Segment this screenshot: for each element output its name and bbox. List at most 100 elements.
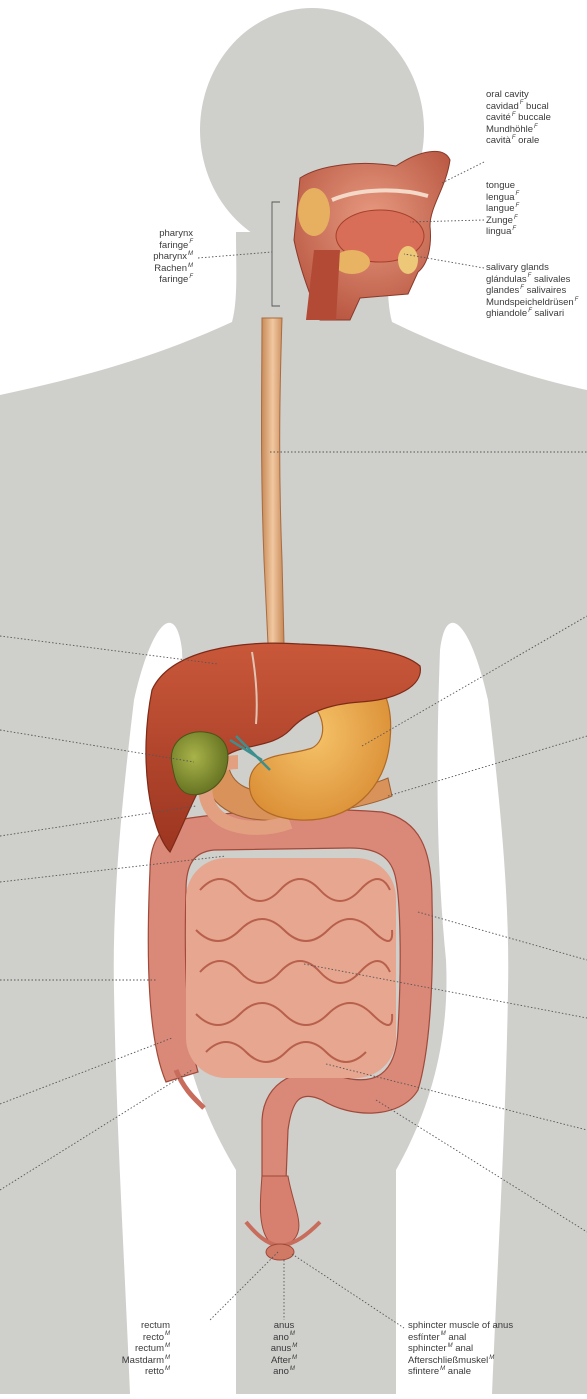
small-intestine	[186, 858, 396, 1078]
label-line: cavidadF bucal	[486, 101, 551, 113]
term-text: ano	[273, 1366, 289, 1377]
term-suffix: buccale	[516, 112, 551, 123]
term-text: Mundspeicheldrüsen	[486, 297, 574, 308]
term-text: faringe	[159, 274, 188, 285]
gender-marker: M	[292, 1355, 297, 1361]
gender-marker: M	[290, 1366, 295, 1372]
label-line: MastdarmM	[122, 1355, 170, 1367]
gender-marker: M	[165, 1343, 170, 1349]
label-line: MundhöhleF	[486, 124, 551, 136]
term-text: rectum	[135, 1343, 164, 1354]
gender-marker: M	[188, 263, 193, 269]
term-text: cavità	[486, 135, 511, 146]
label-line: tongue	[486, 180, 519, 192]
term-text: pharynx	[159, 228, 193, 239]
label-line: anus	[254, 1320, 314, 1332]
gender-marker: F	[512, 226, 516, 232]
gender-marker: M	[165, 1355, 170, 1361]
term-suffix: anal	[446, 1332, 467, 1343]
label-line: rettoM	[122, 1366, 170, 1378]
label-line: rectum	[122, 1320, 170, 1332]
label-line: anoM	[254, 1332, 314, 1344]
label-line: RachenM	[153, 263, 193, 275]
term-text: recto	[143, 1332, 164, 1343]
term-text: ano	[273, 1332, 289, 1343]
term-text: cavidad	[486, 101, 519, 112]
term-suffix: orale	[516, 135, 540, 146]
label-line: linguaF	[486, 226, 519, 238]
label-line: lenguaF	[486, 192, 519, 204]
gender-marker: F	[514, 215, 518, 221]
gender-marker: M	[292, 1343, 297, 1349]
label-line: MundspeicheldrüsenF	[486, 297, 578, 309]
term-text: sphincter	[408, 1343, 447, 1354]
term-text: tongue	[486, 180, 515, 191]
label-line: rectoM	[122, 1332, 170, 1344]
label-line: sphincter muscle of anus	[408, 1320, 513, 1332]
gender-marker: F	[516, 191, 520, 197]
term-text: Mundhöhle	[486, 124, 533, 135]
term-text: rectum	[141, 1320, 170, 1331]
label-line: anoM	[254, 1366, 314, 1378]
label-line: ghiandoleF salivari	[486, 308, 578, 320]
term-text: sfintere	[408, 1366, 439, 1377]
term-text: Afterschließmuskel	[408, 1355, 488, 1366]
term-text: salivary glands	[486, 262, 549, 273]
term-text: pharynx	[153, 251, 187, 262]
term-suffix: bucal	[523, 101, 548, 112]
gender-marker: M	[165, 1366, 170, 1372]
term-text: glandes	[486, 285, 519, 296]
term-text: anus	[271, 1343, 292, 1354]
label-line: langueF	[486, 203, 519, 215]
label-line: salivary glands	[486, 262, 578, 274]
term-suffix: salivales	[531, 274, 570, 285]
label-line: glándulasF salivales	[486, 274, 578, 286]
label-line: anusM	[254, 1343, 314, 1355]
term-text: anus	[274, 1320, 295, 1331]
gender-marker: M	[489, 1355, 494, 1361]
gender-marker: F	[516, 203, 520, 209]
term-text: oral cavity	[486, 89, 529, 100]
gender-marker: F	[189, 239, 193, 245]
term-text: lengua	[486, 192, 515, 203]
head-section	[294, 151, 450, 320]
gender-marker: F	[534, 124, 538, 130]
term-text: After	[271, 1355, 291, 1366]
label-line: esfínterM anal	[408, 1332, 513, 1344]
term-text: retto	[145, 1366, 164, 1377]
term-text: langue	[486, 203, 515, 214]
term-text: ghiandole	[486, 308, 527, 319]
term-text: glándulas	[486, 274, 527, 285]
label-line: pharynx	[153, 228, 193, 240]
label-line: cavitéF buccale	[486, 112, 551, 124]
label-line: cavitàF orale	[486, 135, 551, 147]
term-suffix: salivaires	[524, 285, 566, 296]
term-text: esfínter	[408, 1332, 440, 1343]
label-line: AfterM	[254, 1355, 314, 1367]
label-line: ZungeF	[486, 215, 519, 227]
gender-marker: F	[575, 297, 579, 303]
gender-marker: M	[290, 1331, 295, 1337]
term-text: Rachen	[154, 263, 187, 274]
term-text: Zunge	[486, 215, 513, 226]
term-text: sphincter muscle of anus	[408, 1320, 513, 1331]
label-line: faringeF	[153, 240, 193, 252]
label-line: pharynxM	[153, 251, 193, 263]
term-text: lingua	[486, 226, 511, 237]
gender-marker: F	[189, 274, 193, 280]
label-line: faringeF	[153, 274, 193, 286]
parotid-gland	[298, 188, 330, 236]
label-line: oral cavity	[486, 89, 551, 101]
gender-marker: M	[165, 1331, 170, 1337]
term-text: cavité	[486, 112, 511, 123]
label-line: sfintereM anale	[408, 1366, 513, 1378]
label-line: sphincterM anal	[408, 1343, 513, 1355]
